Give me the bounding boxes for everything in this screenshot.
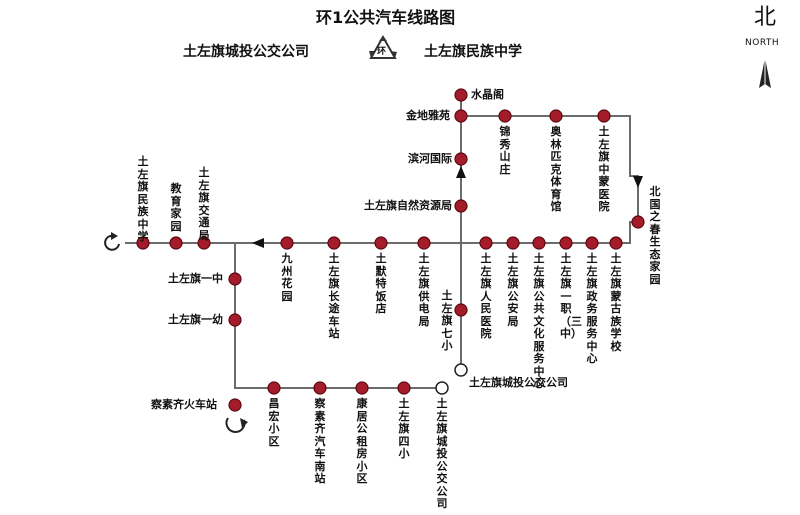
- stop-label: 土左旗城投公交公司: [436, 397, 448, 510]
- map-title: 环1公共汽车线路图: [316, 8, 456, 27]
- turnaround-icons: [104, 232, 248, 433]
- stop-label: 锦秀山庄: [499, 125, 511, 176]
- stop-label: 土左旗四小: [398, 397, 410, 460]
- terminal-stops: [435, 363, 468, 395]
- stop-chahuochezhan[interactable]: [228, 398, 242, 412]
- stop-nanzhan[interactable]: [313, 381, 327, 395]
- stop-label: 土左旗自然资源局: [364, 199, 452, 212]
- stop-label: 土左旗长途车站: [328, 252, 340, 340]
- stop-label: 水晶阁: [471, 88, 504, 101]
- direction-arrows: [252, 166, 643, 248]
- loop-symbol-label: 环: [377, 47, 387, 57]
- stops: [136, 88, 645, 412]
- stop-label: 土左旗公共文化服务中心: [533, 252, 545, 390]
- stop-label: 教育家园: [170, 182, 182, 233]
- stop-menggu[interactable]: [609, 236, 623, 250]
- stop-minzuzhongxue[interactable]: [136, 236, 150, 250]
- stop-ziran[interactable]: [454, 199, 468, 213]
- stop-label: 土左旗供电局: [418, 252, 430, 328]
- stop-jiuzhou[interactable]: [280, 236, 294, 250]
- stop-label: 察素齐火车站: [151, 398, 217, 411]
- stop-label: 北国之春生态家园: [649, 185, 661, 286]
- turnaround-left-head-icon: [111, 232, 118, 240]
- stop-label: 奥林匹克体育馆: [550, 125, 562, 213]
- stop-sixiao[interactable]: [397, 381, 411, 395]
- terminal-right-label: 土左旗民族中学: [424, 44, 522, 60]
- stop-label: 康居公租房小区: [356, 397, 368, 485]
- terminal-left-label: 土左旗城投公交公司: [183, 44, 309, 60]
- stop-label: 土左旗公安局: [507, 252, 519, 328]
- stop-jinxiushanzhuang[interactable]: [498, 109, 512, 123]
- north-compass-icon: [759, 58, 771, 88]
- north-en: NORTH: [745, 38, 780, 48]
- stop-label: 土左旗蒙古族学校: [610, 252, 622, 353]
- stop-label: 土左旗一中: [168, 272, 223, 285]
- stop-label: 土左旗政务服务中心: [586, 252, 598, 365]
- stop-renmin[interactable]: [479, 236, 493, 250]
- stop-yizhi[interactable]: [559, 236, 573, 250]
- stop-chengtou-end[interactable]: [454, 363, 468, 377]
- stop-moter[interactable]: [374, 236, 388, 250]
- stop-jiaotongju[interactable]: [197, 236, 211, 250]
- turnaround-bottom-head-icon: [240, 418, 248, 428]
- stop-label: 土左旗交通局: [198, 166, 210, 242]
- stop-label: 土左旗一职（三中）: [560, 252, 582, 340]
- stop-beiguo[interactable]: [631, 215, 645, 229]
- stop-shuijingge[interactable]: [454, 88, 468, 102]
- stop-label: 察素齐汽车南站: [314, 397, 326, 485]
- stop-label: 土默特饭店: [375, 252, 387, 315]
- stop-zhengwu[interactable]: [585, 236, 599, 250]
- stop-qixiao[interactable]: [454, 303, 468, 317]
- stop-jiaoyujiayuan[interactable]: [169, 236, 183, 250]
- stop-yiyou[interactable]: [228, 313, 242, 327]
- stop-changtu[interactable]: [327, 236, 341, 250]
- stop-label: 土左旗七小: [441, 289, 453, 352]
- stop-label: 土左旗一幼: [168, 313, 223, 326]
- stop-gongan[interactable]: [506, 236, 520, 250]
- stop-zhongmengyiyuan[interactable]: [597, 109, 611, 123]
- stop-label: 土左旗民族中学: [137, 155, 149, 243]
- stop-label: 九州花园: [281, 252, 293, 303]
- stop-jindiyayuan[interactable]: [454, 109, 468, 123]
- stop-wenhua[interactable]: [532, 236, 546, 250]
- stop-label: 土左旗城投公交公司: [469, 376, 568, 389]
- stop-label: 土左旗人民医院: [480, 252, 492, 340]
- stop-binhe[interactable]: [454, 152, 468, 166]
- arrow-down-icon: [633, 176, 643, 188]
- loop-symbol-icon: [369, 34, 397, 59]
- stop-label: 金地雅苑: [406, 109, 450, 122]
- turnaround-left-icon: [104, 234, 120, 251]
- stop-label: 土左旗中蒙医院: [598, 125, 610, 213]
- arrow-left-icon: [252, 238, 264, 248]
- stop-kangju[interactable]: [355, 381, 369, 395]
- stop-chengtou-bottom[interactable]: [435, 381, 449, 395]
- stop-yizhong[interactable]: [228, 272, 242, 286]
- north-char: 北: [754, 5, 777, 30]
- arrow-up-icon: [456, 166, 466, 178]
- stop-changhong[interactable]: [267, 381, 281, 395]
- stop-gongdian[interactable]: [417, 236, 431, 250]
- stop-label: 滨河国际: [408, 152, 452, 165]
- stop-label: 昌宏小区: [268, 397, 280, 448]
- stop-aolinpike[interactable]: [549, 109, 563, 123]
